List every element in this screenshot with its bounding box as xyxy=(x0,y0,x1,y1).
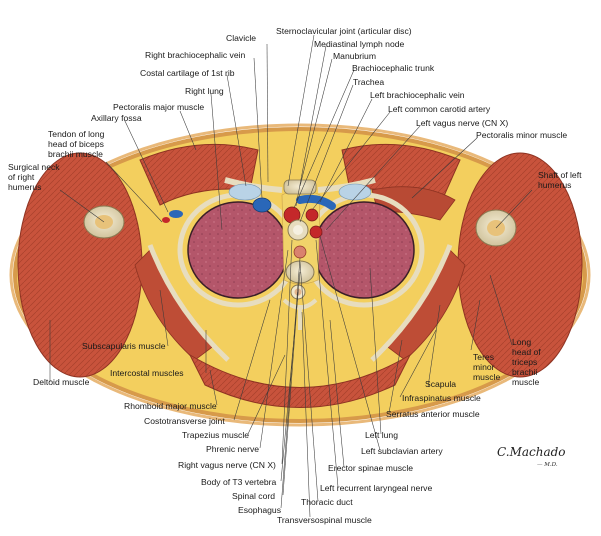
label-body-t3: Body of T3 vertebra xyxy=(201,477,277,487)
axillary-artery-right xyxy=(162,217,170,223)
label-tendon-biceps-line3: brachii muscle xyxy=(48,149,103,159)
label-phrenic-nerve: Phrenic nerve xyxy=(206,444,259,454)
label-left-vagus: Left vagus nerve (CN X) xyxy=(416,118,508,128)
label-thoracic-duct: Thoracic duct xyxy=(301,497,353,507)
label-long-head-triceps-line1: Long xyxy=(512,337,531,347)
label-sternoclavicular-joint: Sternoclavicular joint (articular disc) xyxy=(276,26,412,36)
label-manubrium: Manubrium xyxy=(333,51,376,61)
costal-cartilage-right xyxy=(228,183,262,201)
right-lung xyxy=(187,201,289,299)
label-subscapularis: Subscapularis muscle xyxy=(82,341,166,351)
signature-name: C.Machado xyxy=(497,445,566,459)
label-left-subclavian: Left subclavian artery xyxy=(361,446,443,456)
skin-edge xyxy=(9,123,591,427)
label-left-brachiocephalic-vein: Left brachiocephalic vein xyxy=(370,90,465,100)
label-surgical-neck: Surgical neck of right humerus xyxy=(8,162,62,192)
label-shaft-left-humerus-line1: Shaft of left xyxy=(538,170,582,180)
left-common-carotid xyxy=(305,208,319,222)
label-shaft-left-humerus-line2: humerus xyxy=(538,180,571,190)
cross-section xyxy=(9,123,591,427)
label-costotransverse-joint: Costotransverse joint xyxy=(144,416,225,426)
artist-signature: C.Machado — M.D. xyxy=(497,445,566,468)
right-brachiocephalic-vein xyxy=(252,197,272,213)
scapula-left xyxy=(370,244,453,362)
label-pectoralis-major: Pectoralis major muscle xyxy=(113,102,204,112)
label-trapezius: Trapezius muscle xyxy=(182,430,249,440)
trachea-lumen xyxy=(293,225,303,235)
label-long-head-triceps-line2: head of xyxy=(512,347,541,357)
label-right-vagus: Right vagus nerve (CN X) xyxy=(178,460,276,470)
label-teres-minor: Teres minor muscle xyxy=(473,352,500,382)
label-left-recurrent-laryngeal: Left recurrent laryngeal nerve xyxy=(320,483,432,493)
label-long-head-triceps: Long head of triceps brachii muscle xyxy=(512,337,543,387)
label-teres-minor-line3: muscle xyxy=(473,372,500,382)
label-deltoid: Deltoid muscle xyxy=(33,377,90,387)
label-transversospinal: Transversospinal muscle xyxy=(277,515,372,525)
label-serratus-anterior: Serratus anterior muscle xyxy=(386,409,480,419)
label-axillary-fossa: Axillary fossa xyxy=(91,113,142,123)
label-tendon-biceps-line2: head of biceps xyxy=(48,139,104,149)
label-esophagus: Esophagus xyxy=(238,505,281,515)
label-intercostal: Intercostal muscles xyxy=(110,368,184,378)
label-scapula: Scapula xyxy=(425,379,456,389)
label-tendon-biceps-line1: Tendon of long xyxy=(48,129,105,139)
left-brachiocephalic-vein xyxy=(296,194,336,210)
label-long-head-triceps-line4: brachii xyxy=(512,367,537,377)
label-surgical-neck-line3: humerus xyxy=(8,182,41,192)
label-mediastinal-lymph-node: Mediastinal lymph node xyxy=(314,39,405,49)
label-infraspinatus: Infraspinatus muscle xyxy=(402,393,481,403)
back-muscles xyxy=(188,353,412,408)
label-costal-cartilage: Costal cartilage of 1st rib xyxy=(140,68,235,78)
label-erector-spinae: Erector spinae muscle xyxy=(328,463,413,473)
label-long-head-triceps-line5: muscle xyxy=(512,377,539,387)
label-tendon-biceps: Tendon of long head of biceps brachii mu… xyxy=(48,129,107,159)
signature-credential: — M.D. xyxy=(537,462,558,468)
label-pectoralis-minor: Pectoralis minor muscle xyxy=(476,130,567,140)
leader-lines xyxy=(49,34,533,518)
label-rhomboid-major: Rhomboid major muscle xyxy=(124,401,217,411)
label-clavicle: Clavicle xyxy=(226,33,256,43)
label-left-common-carotid: Left common carotid artery xyxy=(388,104,491,114)
scapula-right xyxy=(147,244,230,362)
label-spinal-cord: Spinal cord xyxy=(232,491,275,501)
esophagus xyxy=(293,245,307,259)
label-brachiocephalic-trunk: Brachiocephalic trunk xyxy=(352,63,435,73)
costal-cartilage-left xyxy=(338,183,372,201)
left-lung xyxy=(313,201,415,299)
label-teres-minor-line1: Teres xyxy=(473,352,494,362)
axillary-vessels-right xyxy=(169,210,183,218)
label-surgical-neck-line2: of right xyxy=(8,172,35,182)
label-trachea: Trachea xyxy=(353,77,384,87)
label-shaft-left-humerus: Shaft of left humerus xyxy=(538,170,584,190)
labels: Clavicle Sternoclavicular joint (articul… xyxy=(8,26,584,525)
label-right-lung: Right lung xyxy=(185,86,224,96)
label-teres-minor-line2: minor xyxy=(473,362,495,372)
label-left-lung: Left lung xyxy=(365,430,398,440)
label-right-brachiocephalic-vein: Right brachiocephalic vein xyxy=(145,50,246,60)
left-subclavian xyxy=(309,225,323,239)
pectoralis-major-right xyxy=(139,143,259,206)
label-surgical-neck-line1: Surgical neck xyxy=(8,162,60,172)
label-long-head-triceps-line3: triceps xyxy=(512,357,537,367)
